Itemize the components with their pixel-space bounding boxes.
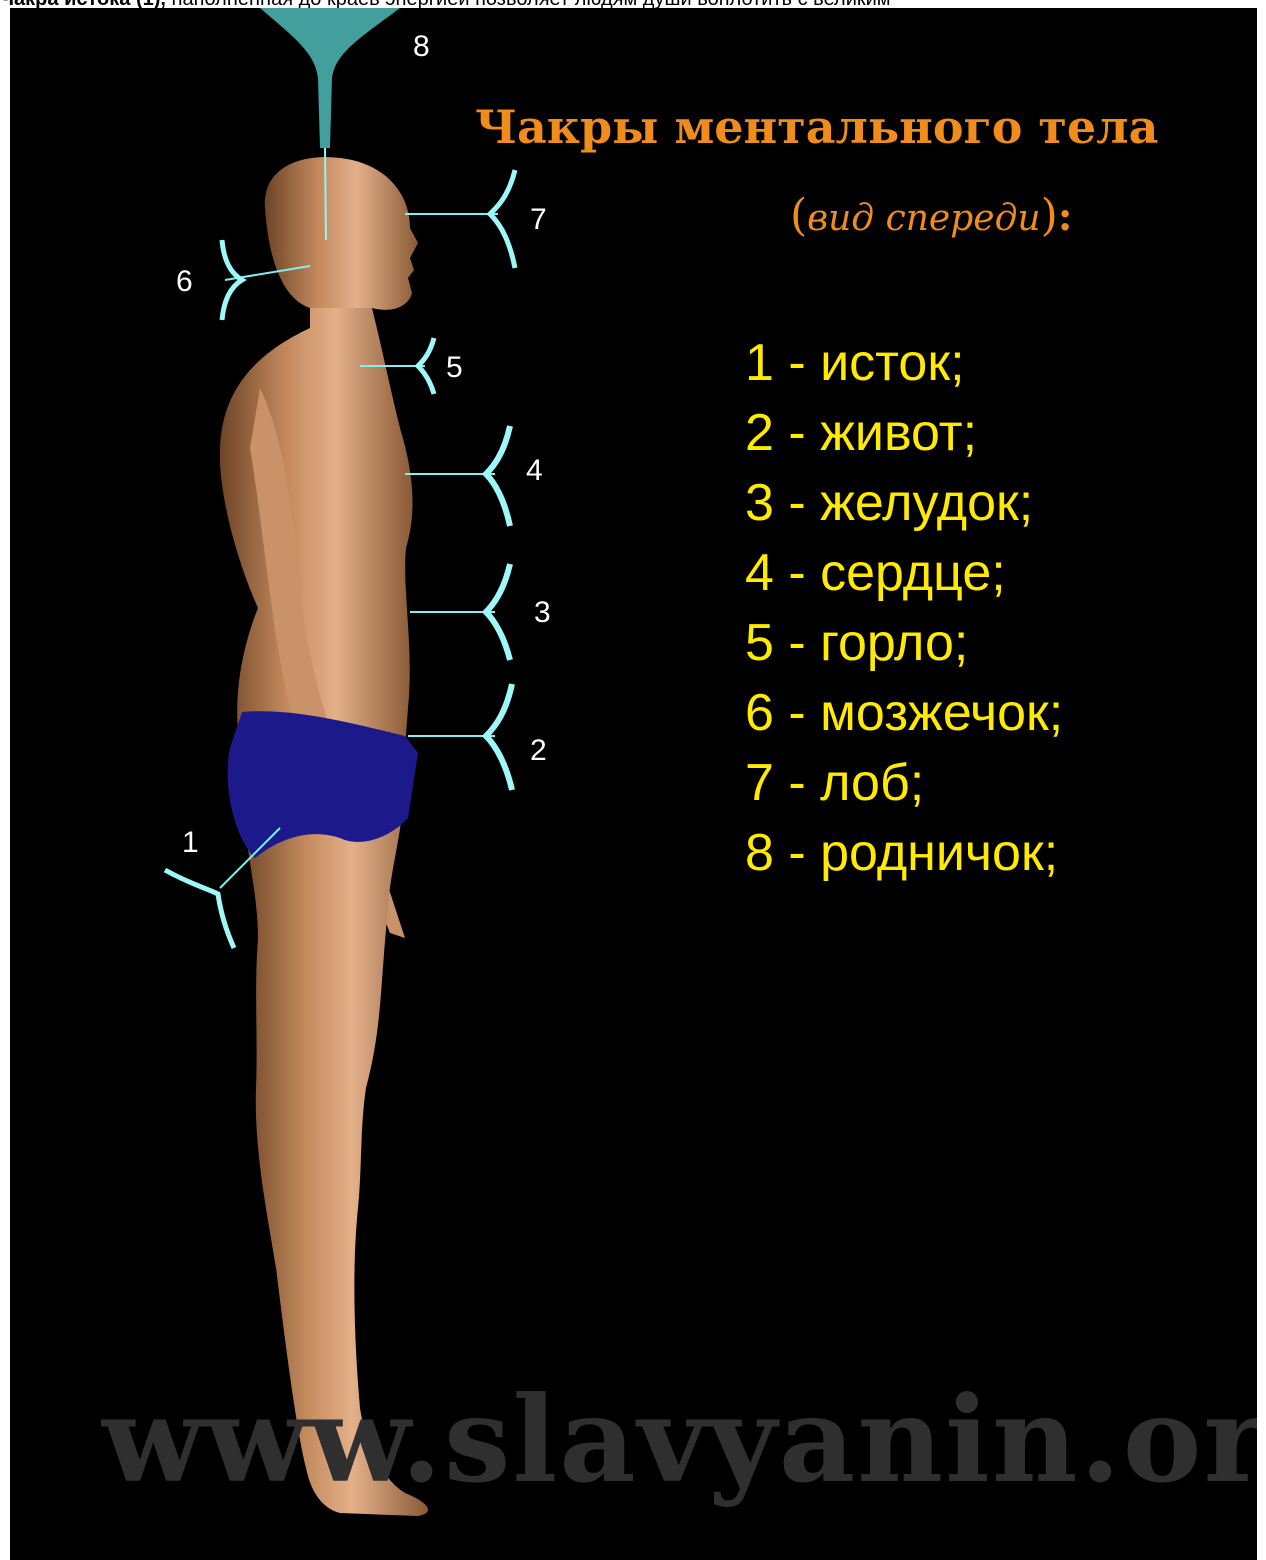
body-silhouette: [220, 157, 428, 1516]
subtitle-open-paren: (: [790, 190, 807, 241]
legend-item-1: 1 - исток;: [745, 328, 1063, 398]
diagram-title: Чакры ментального тела: [475, 100, 1175, 154]
legend-item-4: 4 - сердце;: [745, 538, 1063, 608]
subtitle-colon: :: [1058, 193, 1073, 240]
subtitle-text: вид спереди: [807, 198, 1040, 239]
watermark: www.slavyanin.org: [102, 1370, 1257, 1509]
legend-item-2: 2 - живот;: [745, 398, 1063, 468]
chakra-number-3: 3: [534, 596, 551, 630]
legend-item-6: 6 - мозжечок;: [745, 678, 1063, 748]
legend-item-3: 3 - желудок;: [745, 468, 1063, 538]
chakra-number-6: 6: [176, 265, 193, 299]
chakra-diagram-panel: 8 7 6 5 4 3 2 1 Чакры ментального тела (…: [10, 8, 1257, 1560]
chakra-number-5: 5: [446, 351, 463, 385]
legend-item-8: 8 - родничок;: [745, 818, 1063, 888]
chakra-number-1: 1: [182, 826, 199, 860]
legend-item-5: 5 - горло;: [745, 608, 1063, 678]
legend-item-7: 7 - лоб;: [745, 748, 1063, 818]
diagram-subtitle: (вид спереди):: [790, 190, 1190, 241]
chakra-number-4: 4: [526, 454, 543, 488]
subtitle-close-paren: ): [1041, 190, 1058, 241]
chakra-number-8: 8: [413, 30, 430, 64]
chakra-number-7: 7: [530, 203, 547, 237]
chakra-legend: 1 - исток; 2 - живот; 3 - желудок; 4 - с…: [745, 328, 1063, 888]
chakra-number-2: 2: [530, 734, 547, 768]
